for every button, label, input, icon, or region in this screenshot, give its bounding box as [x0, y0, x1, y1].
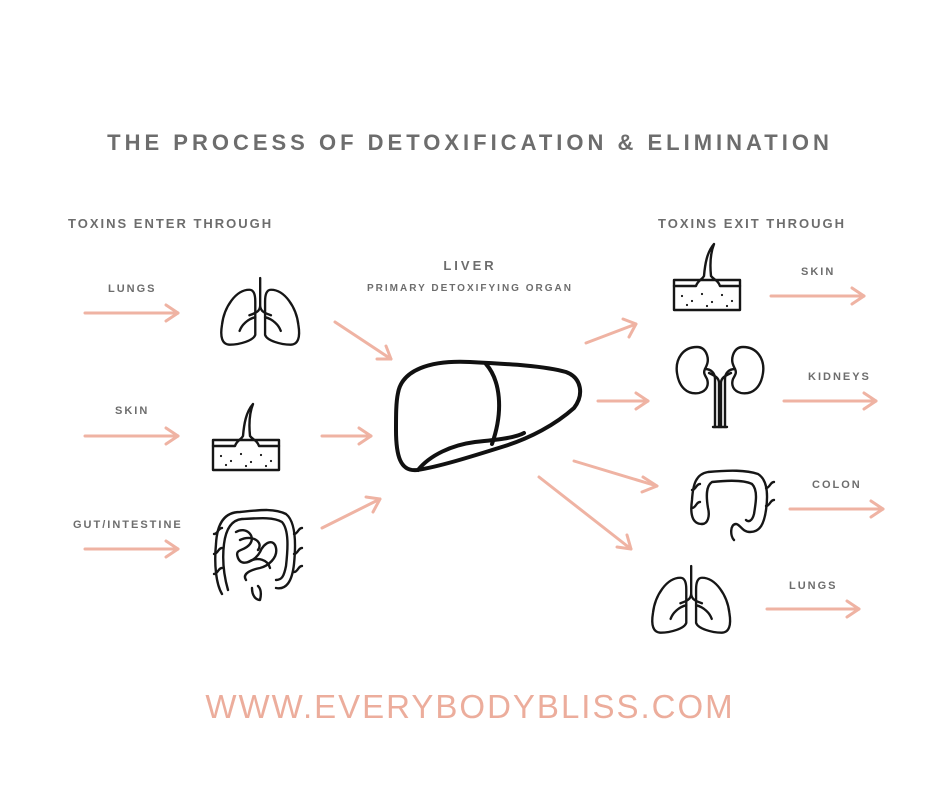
footer-url: WWW.EVERYBODYBLISS.COM [205, 688, 735, 725]
liver-subtitle: PRIMARY DETOXIFYING ORGAN [367, 283, 573, 294]
arrow-enter-lungs [83, 303, 180, 323]
arrow-enter-gut [83, 539, 180, 559]
arrow-skin-to-liver [320, 426, 373, 446]
liver-title: LIVER [443, 258, 497, 273]
exit-label-skin: SKIN [801, 266, 836, 278]
arrow-gut-to-liver [320, 495, 382, 530]
colon-icon [690, 469, 776, 542]
kidneys-icon [675, 345, 765, 429]
enter-label-skin: SKIN [115, 405, 150, 417]
arrow-lungs-to-liver [333, 320, 393, 361]
skin-icon-enter [211, 402, 281, 472]
enter-label-gut: GUT/INTESTINE [73, 519, 183, 531]
exit-header: TOXINS EXIT THROUGH [658, 216, 846, 231]
arrow-enter-skin [83, 426, 180, 446]
exit-label-lungs: LUNGS [789, 580, 838, 592]
arrow-liver-to-colon [572, 459, 659, 494]
arrow-exit-lungs [765, 599, 861, 619]
arrow-liver-to-lungs [537, 475, 633, 551]
diagram-title: THE PROCESS OF DETOXIFICATION & ELIMINAT… [107, 130, 833, 155]
intestine-icon [212, 508, 304, 602]
arrow-exit-skin [769, 286, 866, 306]
enter-header: TOXINS ENTER THROUGH [68, 216, 274, 231]
arrow-liver-to-skin [584, 317, 638, 345]
lungs-icon-exit [651, 564, 732, 634]
arrow-exit-colon [788, 499, 885, 519]
arrow-liver-to-kidneys [596, 391, 650, 411]
skin-icon-exit [672, 242, 742, 312]
exit-label-kidneys: KIDNEYS [808, 371, 871, 383]
lungs-icon-enter [220, 276, 301, 346]
liver-icon [394, 359, 583, 473]
enter-label-lungs: LUNGS [108, 283, 157, 295]
arrow-exit-kidneys [782, 391, 878, 411]
exit-label-colon: COLON [812, 479, 862, 491]
